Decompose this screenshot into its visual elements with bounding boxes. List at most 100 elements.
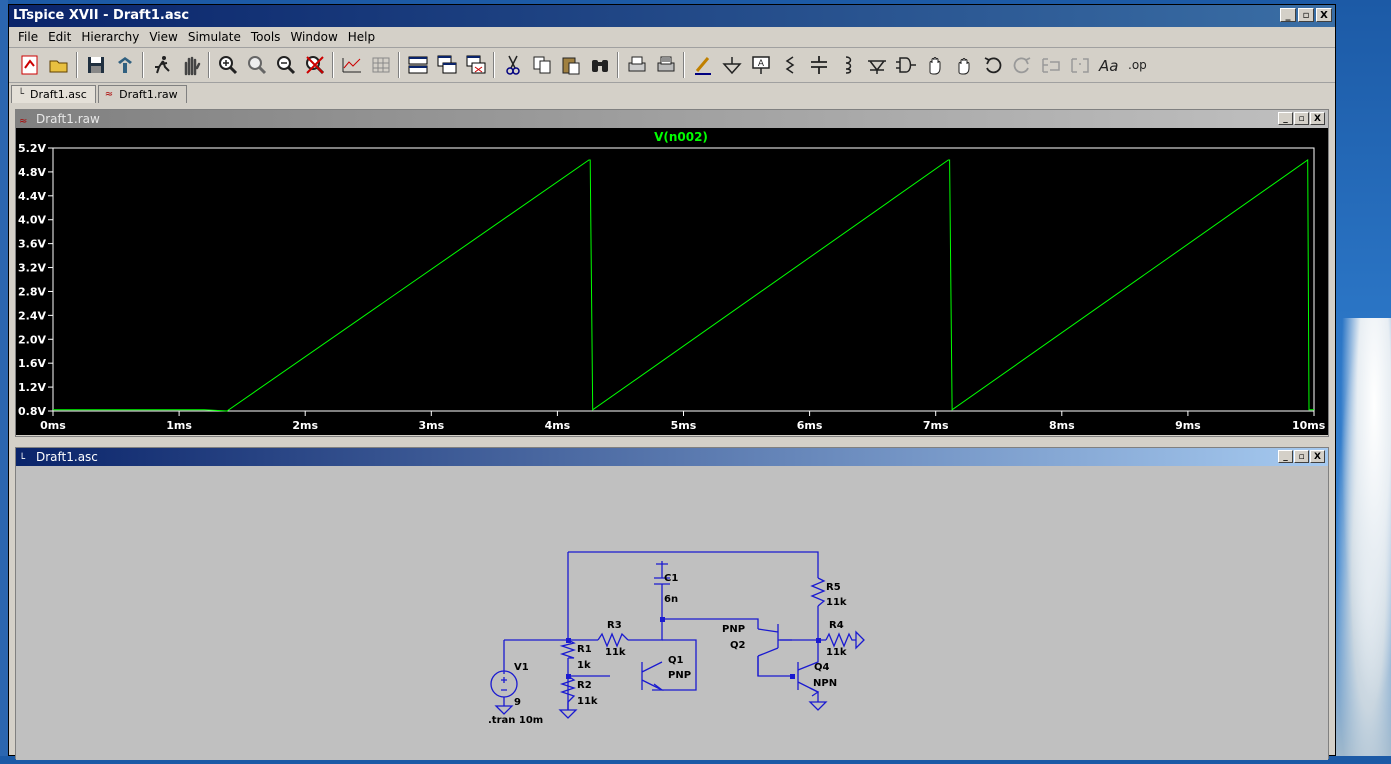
- run-icon[interactable]: [147, 51, 176, 79]
- y-tick-label[interactable]: 3.2V: [18, 262, 46, 275]
- zoom-out-icon[interactable]: [271, 51, 300, 79]
- text-icon[interactable]: Aa: [1094, 51, 1123, 79]
- y-tick-label[interactable]: 0.8V: [18, 405, 46, 418]
- y-tick-label[interactable]: 5.2V: [18, 142, 46, 155]
- menu-simulate[interactable]: Simulate: [187, 30, 241, 44]
- menu-window[interactable]: Window: [290, 30, 338, 44]
- mirror-icon[interactable]: [1065, 51, 1094, 79]
- y-tick-label[interactable]: 4.0V: [18, 214, 46, 227]
- schematic-canvas[interactable]: C1 6n R5 11k R3 11k R4 11k R1 1k R2 11k …: [16, 466, 1328, 760]
- r4-value[interactable]: 11k: [826, 647, 847, 658]
- pan-icon[interactable]: [242, 51, 271, 79]
- tab-schematic[interactable]: └ Draft1.asc: [11, 85, 96, 103]
- r4-name[interactable]: R4: [829, 620, 844, 631]
- q4-name[interactable]: Q4: [814, 662, 830, 673]
- spice-directive-icon[interactable]: .op: [1123, 51, 1152, 79]
- r3-value[interactable]: 11k: [605, 647, 626, 658]
- tab-waveform[interactable]: ≈ Draft1.raw: [97, 85, 187, 103]
- close-button[interactable]: X: [1310, 112, 1325, 125]
- waveform-trace[interactable]: [53, 159, 1314, 412]
- control-panel-icon[interactable]: [110, 51, 139, 79]
- x-tick-label[interactable]: 1ms: [166, 419, 192, 432]
- y-tick-label[interactable]: 2.4V: [18, 309, 46, 322]
- waveform-plot[interactable]: 5.2V 4.8V 4.4V 4.0V 3.6V 3.2V 2.8V 2.4V 2.0V 1.6V…: [16, 128, 1328, 435]
- r5-name[interactable]: R5: [826, 582, 841, 593]
- x-tick-label[interactable]: 4ms: [545, 419, 571, 432]
- schematic-drawing[interactable]: C1 6n R5 11k R3 11k R4 11k R1 1k R2 11k …: [16, 466, 1328, 760]
- y-tick-label[interactable]: 4.4V: [18, 190, 46, 203]
- label-net-icon[interactable]: A: [746, 51, 775, 79]
- q2-name[interactable]: Q2: [730, 640, 746, 651]
- rotate-icon[interactable]: [1036, 51, 1065, 79]
- maximize-button[interactable]: ▫: [1298, 8, 1314, 22]
- autorange-icon[interactable]: [337, 51, 366, 79]
- x-tick-label[interactable]: 6ms: [797, 419, 823, 432]
- halt-icon[interactable]: [176, 51, 205, 79]
- cascade-icon[interactable]: [432, 51, 461, 79]
- print-preview-icon[interactable]: [622, 51, 651, 79]
- v1-name[interactable]: V1: [514, 662, 529, 673]
- q1-name[interactable]: Q1: [668, 655, 684, 666]
- r2-name[interactable]: R2: [577, 680, 592, 691]
- find-icon[interactable]: [585, 51, 614, 79]
- cut-icon[interactable]: [498, 51, 527, 79]
- zoom-fit-icon[interactable]: [300, 51, 329, 79]
- spice-directive[interactable]: .tran 10m: [488, 715, 543, 726]
- new-schematic-icon[interactable]: [15, 51, 44, 79]
- r1-name[interactable]: R1: [577, 644, 592, 655]
- q1-model[interactable]: PNP: [668, 670, 691, 681]
- y-tick-label[interactable]: 1.6V: [18, 357, 46, 370]
- save-icon[interactable]: [81, 51, 110, 79]
- close-button[interactable]: X: [1310, 450, 1325, 463]
- menu-hierarchy[interactable]: Hierarchy: [81, 30, 140, 44]
- x-tick-label[interactable]: 5ms: [671, 419, 697, 432]
- minimize-button[interactable]: _: [1278, 112, 1293, 125]
- q2-model[interactable]: PNP: [722, 624, 745, 635]
- v1-value[interactable]: 9: [514, 697, 521, 708]
- x-tick-label[interactable]: 10ms: [1292, 419, 1326, 432]
- undo-icon[interactable]: [978, 51, 1007, 79]
- menu-tools[interactable]: Tools: [250, 30, 281, 44]
- menu-view[interactable]: View: [149, 30, 178, 44]
- maximize-button[interactable]: ▫: [1294, 450, 1309, 463]
- y-tick-label[interactable]: 4.8V: [18, 166, 46, 179]
- c1-name[interactable]: C1: [664, 573, 678, 584]
- minimize-button[interactable]: _: [1278, 450, 1293, 463]
- paste-icon[interactable]: [556, 51, 585, 79]
- app-title-bar[interactable]: LTspice XVII - Draft1.asc _ ▫ X: [9, 5, 1335, 27]
- r5-value[interactable]: 11k: [826, 597, 847, 608]
- r1-value[interactable]: 1k: [577, 660, 591, 671]
- grid-icon[interactable]: [366, 51, 395, 79]
- close-button[interactable]: X: [1316, 8, 1332, 22]
- diode-icon[interactable]: [862, 51, 891, 79]
- inductor-icon[interactable]: [833, 51, 862, 79]
- menu-edit[interactable]: Edit: [48, 30, 72, 44]
- move-icon[interactable]: [920, 51, 949, 79]
- x-tick-label[interactable]: 7ms: [923, 419, 949, 432]
- maximize-button[interactable]: ▫: [1294, 112, 1309, 125]
- component-icon[interactable]: [891, 51, 920, 79]
- schematic-window-title-bar[interactable]: └ Draft1.asc _ ▫ X: [16, 448, 1328, 466]
- r3-name[interactable]: R3: [607, 620, 622, 631]
- draw-wire-icon[interactable]: [688, 51, 717, 79]
- r2-value[interactable]: 11k: [577, 696, 598, 707]
- ground-icon[interactable]: [717, 51, 746, 79]
- drag-icon[interactable]: [949, 51, 978, 79]
- capacitor-icon[interactable]: [804, 51, 833, 79]
- y-tick-label[interactable]: 1.2V: [18, 381, 46, 394]
- x-tick-label[interactable]: 8ms: [1049, 419, 1075, 432]
- print-icon[interactable]: [651, 51, 680, 79]
- c1-value[interactable]: 6n: [664, 594, 678, 605]
- y-tick-label[interactable]: 3.6V: [18, 238, 46, 251]
- y-tick-label[interactable]: 2.0V: [18, 333, 46, 346]
- menu-help[interactable]: Help: [347, 30, 376, 44]
- tile-horizontal-icon[interactable]: [403, 51, 432, 79]
- x-tick-label[interactable]: 9ms: [1175, 419, 1201, 432]
- y-tick-label[interactable]: 2.8V: [18, 285, 46, 298]
- waveform-window-title-bar[interactable]: ≈ Draft1.raw _ ▫ X: [16, 110, 1328, 128]
- copy-icon[interactable]: [527, 51, 556, 79]
- x-tick-label[interactable]: 2ms: [292, 419, 318, 432]
- x-tick-label[interactable]: 0ms: [40, 419, 66, 432]
- minimize-button[interactable]: _: [1280, 8, 1296, 22]
- resistor-icon[interactable]: [775, 51, 804, 79]
